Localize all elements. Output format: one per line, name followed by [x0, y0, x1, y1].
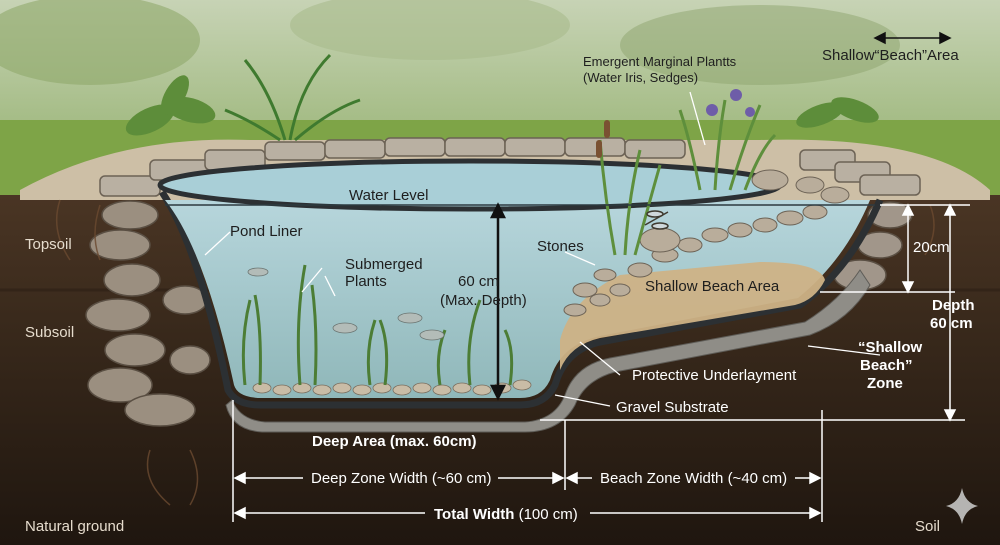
- rim-fern-plant: [224, 53, 361, 142]
- roots: [55, 199, 935, 506]
- label-subsoil: Subsoil: [25, 324, 74, 341]
- label-emergent-plants-species: (Water Iris, Sedges): [583, 70, 698, 85]
- label-total-width-bold: Total Width: [434, 506, 514, 523]
- label-water-level: Water Level: [349, 187, 428, 204]
- pointer-lines: [204, 91, 881, 407]
- label-beach-zone-3: Zone: [867, 375, 903, 392]
- top-beach-arrow: [873, 31, 952, 45]
- blurred-shrub: [0, 0, 200, 85]
- label-deep-zone-width: Deep Zone Width (~60 cm): [311, 470, 492, 487]
- iris-flowers: [706, 89, 755, 117]
- bottom-pebbles: [252, 379, 532, 396]
- label-depth-title: Depth: [932, 297, 975, 314]
- label-beach-zone-width: Beach Zone Width (~40 cm): [600, 470, 787, 487]
- label-shallow-beach-area: Shallow Beach Area: [645, 278, 780, 295]
- blurred-shrub: [290, 0, 570, 60]
- label-submerged-plants-2: Plants: [345, 273, 387, 290]
- emergent-plants: [598, 99, 777, 256]
- depth-dimension: [540, 203, 970, 422]
- label-submerged-plants: Submerged: [345, 256, 423, 273]
- width-dimensions: [232, 400, 823, 522]
- coping-stones: [99, 137, 921, 197]
- label-deep-area: Deep Area (max. 60cm): [312, 433, 477, 450]
- rim-right-plant: [796, 97, 879, 128]
- label-beach-zone-1: “Shallow: [858, 339, 923, 356]
- gravel-substrate: [225, 269, 871, 433]
- label-total-width-value: (100 cm): [514, 506, 577, 523]
- left-stone-wall: [85, 200, 211, 427]
- blurred-shrub: [620, 5, 900, 85]
- label-emergent-plants: Emergent Marginal Plantts: [583, 54, 737, 69]
- label-stones: Stones: [537, 238, 584, 255]
- max-depth-arrow: [489, 202, 507, 401]
- label-gravel-substrate: Gravel Substrate: [616, 399, 729, 416]
- label-depth-value: 60 cm: [930, 315, 973, 332]
- dragonfly: [644, 210, 669, 230]
- beach-stones: [563, 169, 850, 317]
- rim-hosta-plant: [125, 75, 216, 136]
- label-total-width: Total Width (100 cm): [434, 506, 578, 523]
- label-depth-20: 20cm: [913, 239, 950, 256]
- pond-liner: [159, 190, 884, 409]
- label-protective-underlayment: Protective Underlayment: [632, 367, 797, 384]
- cattails: [596, 120, 610, 158]
- label-pond-liner: Pond Liner: [230, 223, 303, 240]
- fish: [247, 267, 445, 341]
- sparkle-icon: [946, 488, 978, 524]
- label-max-depth-note: (Max. Depth): [440, 292, 527, 309]
- label-natural-ground: Natural ground: [25, 518, 124, 535]
- label-max-depth-value: 60 cm: [458, 273, 499, 290]
- label-soil: Soil: [915, 518, 940, 535]
- label-topsoil: Topsoil: [25, 236, 72, 253]
- label-beach-zone-2: Beach”: [860, 357, 913, 374]
- right-stone-wall: [833, 201, 913, 291]
- water-surface: [157, 158, 783, 212]
- label-shallow-beach-area-top: Shallow“Beach”Area: [822, 47, 959, 64]
